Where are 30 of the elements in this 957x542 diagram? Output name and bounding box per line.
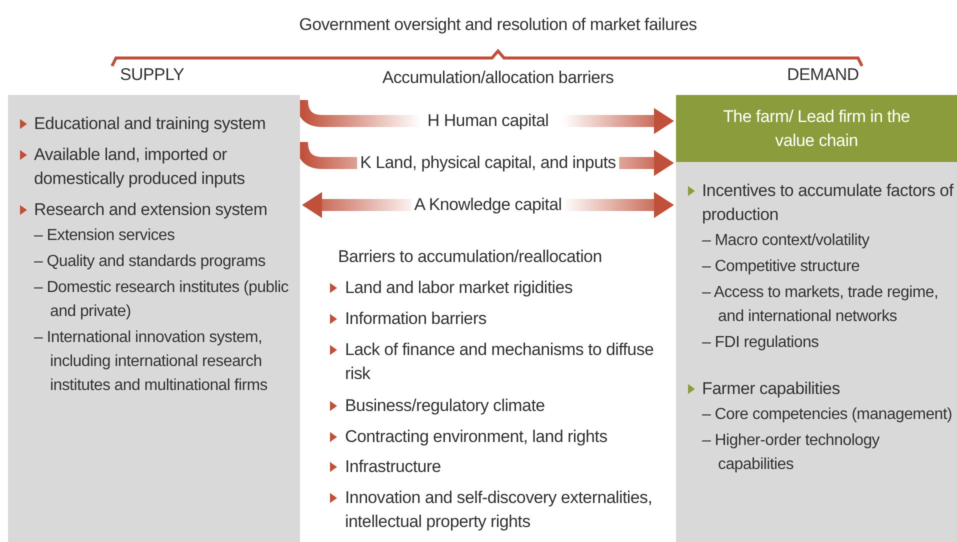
header-box (676, 95, 957, 162)
bullet-item: Research and extension system (8, 198, 300, 222)
edge-label: K Land, physical capital, and inputs (357, 153, 619, 173)
barrier-item: Innovation and self-discovery externalities, intellectual property rights (330, 486, 665, 534)
barrier-item: Contracting environment, land rights (330, 425, 665, 449)
sub-item: – Quality and standards programs (33, 252, 266, 272)
sub-item: – Competitive structure (701, 257, 861, 277)
bullet-item: Educational and training system (8, 112, 300, 136)
column-heading: DEMAND (787, 65, 859, 85)
bullet-item: Available land, imported or domestically produced inputs (8, 143, 300, 191)
barrier-item: Information barriers (330, 307, 665, 331)
column-heading: Accumulation/allocation barriers (382, 68, 614, 87)
barrier-item: Lack of finance and mechanisms to diffuse risk (330, 338, 665, 386)
barrier-item: Business/regulatory climate (330, 394, 665, 418)
header-text: The farm/ Lead firm in the value chain (722, 106, 911, 152)
barrier-item: Infrastructure (330, 455, 665, 479)
barrier-item: Land and labor market rigidities (330, 276, 665, 300)
oversight-title: Government oversight and resolution of market failures (299, 15, 697, 34)
sub-item: – Access to markets, trade regime, and international networks (701, 283, 940, 327)
sub-item: – Extension services (33, 226, 176, 246)
sub-item: – Core competencies (management) (701, 405, 954, 425)
bullet-item: Incentives to accumulate factors of production (676, 179, 957, 227)
column-heading: SUPPLY (120, 65, 184, 85)
sub-item: – Macro context/volatility (701, 231, 870, 251)
section-heading: Barriers to accumulation/reallocation (338, 246, 602, 268)
bullet-item: Farmer capabilities (676, 377, 957, 401)
sub-item: – Domestic research institutes (public and private) (33, 278, 290, 322)
sub-item: – Higher-order technology capabilities (701, 431, 881, 475)
sub-item: – FDI regulations (701, 333, 820, 353)
sub-item: – International innovation system, including international research institutes and multinational firms (33, 328, 268, 396)
